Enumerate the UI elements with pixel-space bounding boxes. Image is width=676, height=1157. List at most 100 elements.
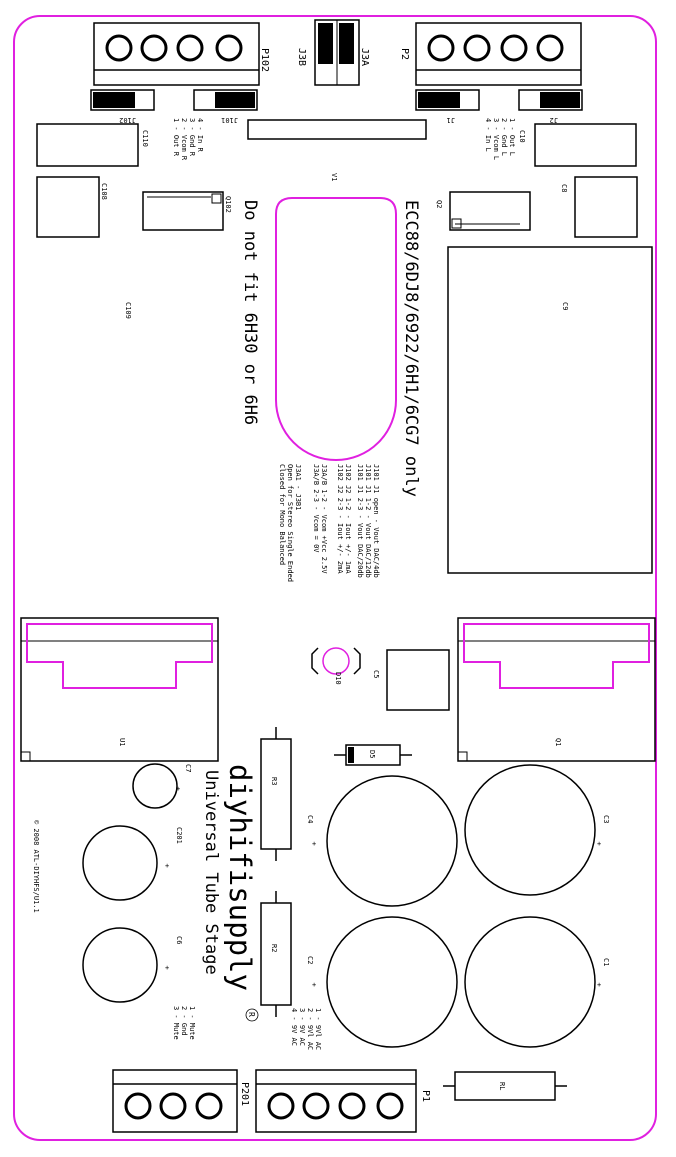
regulator-u1 bbox=[20, 617, 219, 762]
cap-c108 bbox=[36, 176, 100, 238]
connector-p1 bbox=[255, 1069, 417, 1133]
label-c201: C201 bbox=[175, 827, 183, 844]
label-c110: C110 bbox=[141, 130, 149, 147]
jumper-j101 bbox=[193, 89, 258, 111]
label-c7: C7 bbox=[184, 764, 192, 772]
registered-mark: R bbox=[247, 1012, 256, 1017]
label-j2: J2 bbox=[550, 116, 558, 124]
jumper-j2 bbox=[518, 89, 583, 111]
label-d5: D5 bbox=[368, 750, 376, 758]
svg-text:1 - Out L: 1 - Out L bbox=[508, 118, 516, 156]
diode-d5 bbox=[334, 744, 412, 766]
tube-types-note: ECC88/6DJ8/6922/6H1/6CG7 only bbox=[401, 200, 421, 497]
svg-text:J102 J2 1-2 - Iout +/- 1mA: J102 J2 1-2 - Iout +/- 1mA bbox=[344, 464, 352, 574]
label-q1: Q1 bbox=[554, 738, 562, 746]
label-c1: C1 bbox=[602, 958, 610, 966]
subtitle-text: Universal Tube Stage bbox=[201, 770, 221, 975]
label-r3: R3 bbox=[270, 777, 278, 785]
pin-notes-left: 4 - In R 3 - Gnd R 2 - Vcom R 1 - Out R bbox=[172, 118, 204, 161]
svg-text:4 - In R: 4 - In R bbox=[196, 118, 204, 153]
cap-c110 bbox=[36, 123, 139, 167]
cap-c10 bbox=[534, 123, 637, 167]
svg-text:3 - Gnd R: 3 - Gnd R bbox=[188, 118, 196, 157]
cap-c8 bbox=[574, 176, 638, 238]
plus-c2: + bbox=[312, 981, 316, 989]
label-j1: J1 bbox=[447, 116, 455, 124]
transistor-q102 bbox=[142, 191, 224, 231]
jumper-notes: J101 J1 open - Vout DAC/4db J101 J1 1-2 … bbox=[278, 464, 380, 582]
plus-c1: + bbox=[597, 981, 601, 989]
label-c109: C109 bbox=[124, 302, 132, 319]
svg-text:J3A/B 2-3 - Vcom = 0V: J3A/B 2-3 - Vcom = 0V bbox=[312, 464, 320, 553]
plus-c201: + bbox=[165, 862, 169, 870]
jumper-j3 bbox=[314, 19, 360, 86]
label-c108: C108 bbox=[100, 183, 108, 200]
plus-c4: + bbox=[312, 840, 316, 848]
logo-text: diyhifisupply bbox=[223, 764, 257, 991]
svg-text:Open for Stereo Single Ended: Open for Stereo Single Ended bbox=[286, 464, 294, 582]
label-rl: RL bbox=[498, 1082, 506, 1090]
svg-text:4 - 9V AC: 4 - 9V AC bbox=[290, 1008, 298, 1046]
svg-text:J3A/B 1-2 - Vcom +Vcc 2.5V: J3A/B 1-2 - Vcom +Vcc 2.5V bbox=[320, 464, 328, 574]
label-p1: P1 bbox=[420, 1090, 431, 1102]
cap-c7 bbox=[132, 763, 178, 809]
svg-text:1 - Mute: 1 - Mute bbox=[188, 1006, 196, 1040]
svg-text:2 - 9Vl AC: 2 - 9Vl AC bbox=[306, 1008, 314, 1050]
cap-c3 bbox=[464, 764, 596, 896]
resistor-rl bbox=[443, 1071, 567, 1101]
label-u1: U1 bbox=[118, 738, 126, 746]
registered-circle bbox=[245, 1008, 259, 1022]
svg-text:1 - 9Vl AC: 1 - 9Vl AC bbox=[314, 1008, 322, 1050]
label-c2: C2 bbox=[306, 956, 314, 964]
label-c9: C9 bbox=[561, 302, 569, 310]
label-c10: C10 bbox=[518, 130, 526, 143]
plus-c3: + bbox=[597, 840, 601, 848]
led-d10 bbox=[311, 647, 361, 675]
svg-text:1 - Out R: 1 - Out R bbox=[172, 118, 180, 157]
plus-c6: + bbox=[165, 964, 169, 972]
copyright-text: © 2008 ATL-DIYHFS/U1.1 bbox=[32, 820, 40, 913]
label-c8: C8 bbox=[560, 184, 568, 192]
cap-c9 bbox=[447, 246, 653, 574]
cap-c4 bbox=[326, 775, 458, 907]
svg-text:3 - 9V AC: 3 - 9V AC bbox=[298, 1008, 306, 1046]
svg-text:J3A1 - J3B1: J3A1 - J3B1 bbox=[294, 464, 302, 510]
resistor-r3 bbox=[260, 727, 292, 861]
svg-text:J101 J1 2-3 - Vout DAC/20d: J101 J1 2-3 - Vout DAC/20db bbox=[356, 464, 364, 578]
svg-text:Closed for Mono Balanced: Closed for Mono Balanced bbox=[278, 464, 286, 565]
svg-text:J101 J1 open - Vout DAC/4db: J101 J1 open - Vout DAC/4db bbox=[372, 464, 380, 578]
pin-notes-power: 1 - 9Vl AC 2 - 9Vl AC 3 - 9V AC 4 - 9V A… bbox=[290, 1008, 322, 1050]
header-strip bbox=[247, 119, 427, 140]
label-p102: P102 bbox=[259, 48, 270, 72]
label-q2: Q2 bbox=[435, 200, 443, 208]
label-j3b: J3B bbox=[296, 48, 307, 66]
pin-notes-right: 1 - Out L 2 - Gnd L 3 - Vcom L 4 - In L bbox=[484, 118, 516, 160]
jumper-j1 bbox=[415, 89, 480, 111]
label-c6: C6 bbox=[175, 936, 183, 944]
label-j102: J102 bbox=[119, 116, 136, 124]
cap-c5 bbox=[386, 649, 450, 711]
connector-p201 bbox=[112, 1069, 238, 1133]
pin-notes-mute: 1 - Mute 2 - Gnd 3 - Mute bbox=[172, 1006, 196, 1040]
svg-text:J102 J2 2-3 - Iout +/- 2mA: J102 J2 2-3 - Iout +/- 2mA bbox=[336, 464, 344, 574]
resistor-r2 bbox=[260, 891, 292, 1017]
cap-c201 bbox=[82, 825, 158, 901]
svg-text:4 - In L: 4 - In L bbox=[484, 118, 492, 152]
plus-c7: + bbox=[176, 785, 180, 793]
label-j101: J101 bbox=[221, 116, 238, 124]
label-q102: Q102 bbox=[224, 196, 232, 213]
label-v1: V1 bbox=[330, 173, 338, 181]
label-c5: C5 bbox=[372, 670, 380, 678]
svg-text:J101 J1 1-2 - Vout DAC/12d: J101 J1 1-2 - Vout DAC/12db bbox=[364, 464, 372, 578]
label-c3: C3 bbox=[602, 815, 610, 823]
label-p2: P2 bbox=[399, 48, 410, 60]
regulator-q1 bbox=[457, 617, 656, 762]
label-p201: P201 bbox=[239, 1082, 250, 1106]
do-not-fit-note: Do not fit 6H30 or 6H6 bbox=[240, 200, 260, 425]
cap-c1 bbox=[464, 916, 596, 1048]
svg-text:2 - Vcom R: 2 - Vcom R bbox=[180, 118, 188, 161]
svg-text:3 - Mute: 3 - Mute bbox=[172, 1006, 180, 1040]
svg-text:3 - Vcom L: 3 - Vcom L bbox=[492, 118, 500, 160]
connector-p2 bbox=[415, 22, 582, 86]
